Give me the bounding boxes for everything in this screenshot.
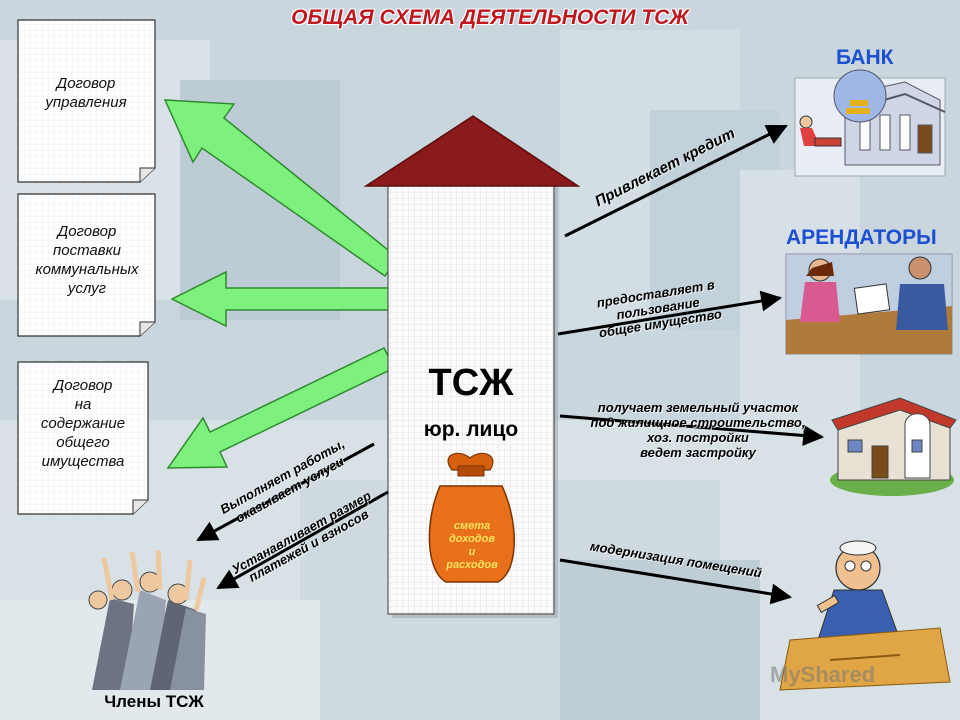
house-construction-icon <box>830 398 956 496</box>
land-label: получает земельный участок под жилищное … <box>560 400 836 460</box>
doc-line: Договор <box>20 376 146 395</box>
doc-maintenance-text: Договор на содержание общего имущества <box>20 376 146 471</box>
bag-line: расходов <box>430 559 514 572</box>
green-arrow-to-utilities <box>172 272 392 326</box>
land-line: получает земельный участок <box>560 400 836 415</box>
green-arrow-to-management <box>165 100 398 276</box>
doc-line: Договор <box>22 74 150 93</box>
crowd-voting-icon <box>89 550 206 690</box>
doc-line: управления <box>22 93 150 112</box>
doc-line: на <box>20 395 146 414</box>
land-line: ведет застройку <box>560 445 836 460</box>
doc-line: содержание <box>20 414 146 433</box>
page-title: ОБЩАЯ СХЕМА ДЕЯТЕЛЬНОСТИ ТСЖ <box>240 6 740 30</box>
tenants-label: АРЕНДАТОРЫ <box>786 226 937 250</box>
arrow-to-bank <box>565 126 786 236</box>
bank-label: БАНК <box>836 46 893 70</box>
doc-utilities-text: Договор поставки коммунальных услуг <box>18 222 156 298</box>
members-label: Члены ТСЖ <box>84 692 224 712</box>
tszh-name: ТСЖ <box>388 362 554 405</box>
doc-line: услуг <box>18 279 156 298</box>
bag-label: смета доходов и расходов <box>430 520 514 572</box>
doc-line: поставки <box>18 241 156 260</box>
tszh-subtitle: юр. лицо <box>388 418 554 442</box>
land-line: хоз. постройки <box>560 430 836 445</box>
doc-line: имущества <box>20 452 146 471</box>
bag-line: доходов <box>430 533 514 546</box>
tenants-meeting-icon <box>786 254 952 354</box>
land-line: под жилищное строительство, <box>560 415 836 430</box>
bag-line: смета <box>430 520 514 533</box>
doc-line: общего <box>20 433 146 452</box>
roof <box>366 116 578 186</box>
doc-line: Договор <box>18 222 156 241</box>
doc-line: коммунальных <box>18 260 156 279</box>
bank-building-icon <box>795 70 945 176</box>
watermark: MyShared <box>770 662 875 688</box>
doc-management-text: Договор управления <box>22 74 150 112</box>
bag-line: и <box>430 546 514 559</box>
